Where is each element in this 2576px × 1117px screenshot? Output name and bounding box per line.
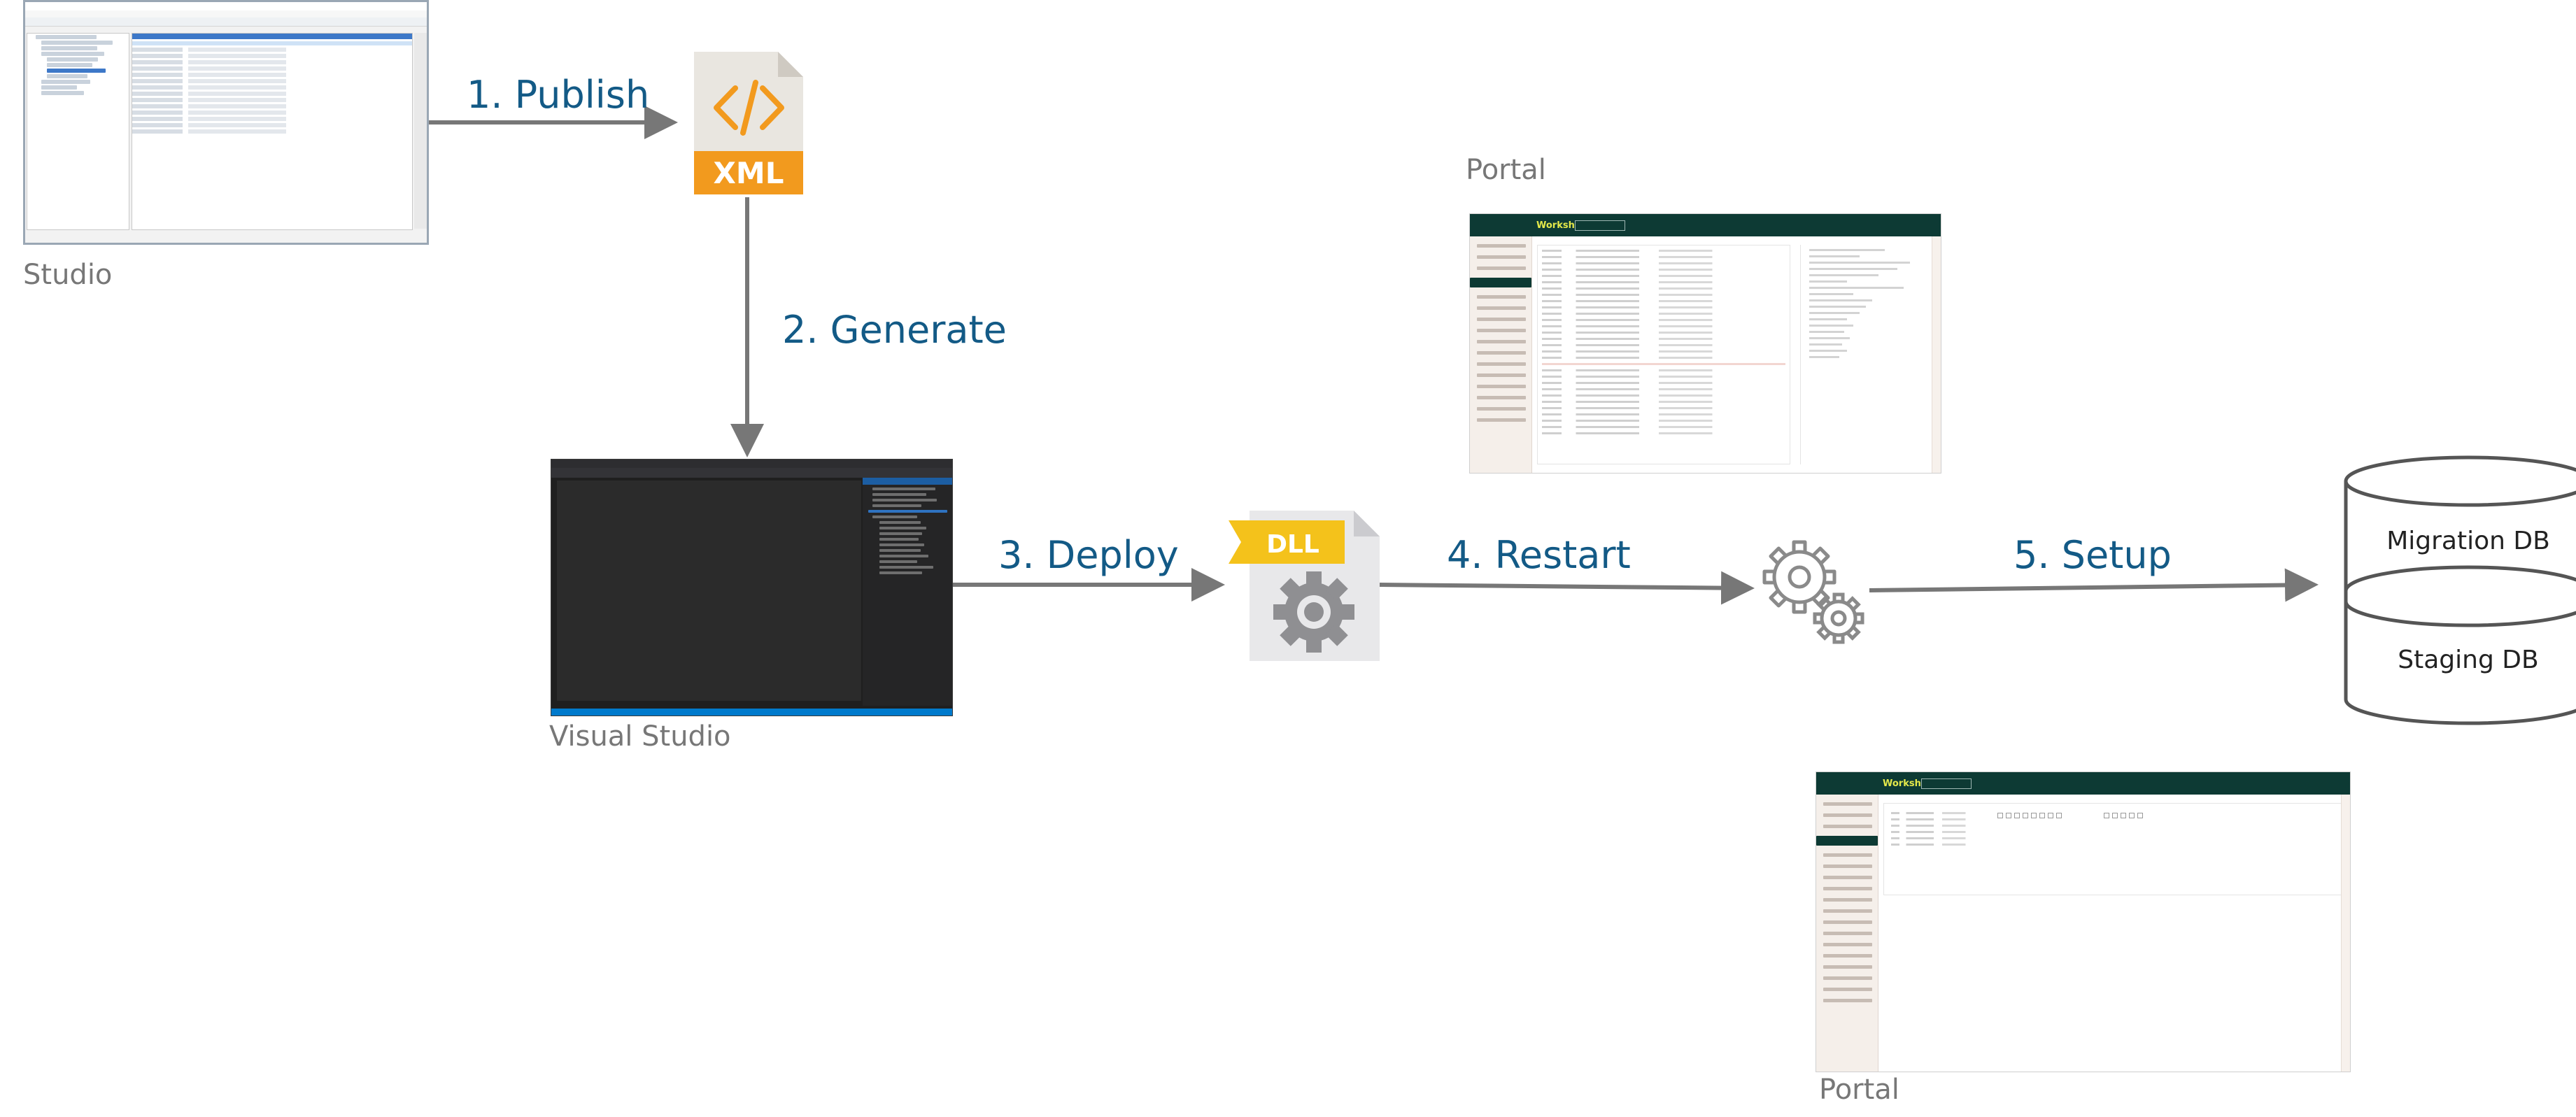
staging-db-label: Staging DB xyxy=(2398,646,2538,674)
portal-bottom-environment-select xyxy=(1921,778,1972,789)
gears-icon xyxy=(1762,540,1864,644)
portal-bottom-brand: Workshop xyxy=(1883,778,1934,789)
vs-toolbar xyxy=(551,468,952,478)
portal-top-header: Workshop xyxy=(1470,214,1941,236)
vs-titlebar xyxy=(551,460,952,468)
portal-bottom-screenshot: Workshop xyxy=(1816,771,2351,1072)
vs-solution-explorer xyxy=(863,478,952,706)
portal-bottom-right-sidebar xyxy=(2341,795,2350,1072)
portal-top-detail-pane xyxy=(1800,245,1927,464)
portal-top-screenshot: Workshop xyxy=(1469,213,1941,474)
arrow-setup xyxy=(1869,568,2319,602)
step-generate-label: 2. Generate xyxy=(782,308,1007,352)
portal-top-brand: Workshop xyxy=(1536,220,1588,231)
portal-top-caption: Portal xyxy=(1466,154,1546,186)
studio-table xyxy=(132,33,413,230)
studio-tree-panel xyxy=(27,33,129,230)
xml-file-icon: XML xyxy=(694,52,803,194)
dll-badge-label: DLL xyxy=(1266,530,1319,559)
studio-toolbar xyxy=(25,17,427,27)
portal-bottom-caption: Portal xyxy=(1819,1074,1899,1106)
portal-bottom-settings-panel xyxy=(1883,803,2342,895)
step-setup-label: 5. Setup xyxy=(2014,533,2172,577)
studio-screenshot xyxy=(23,0,429,245)
portal-top-table xyxy=(1537,245,1790,464)
studio-titlebar xyxy=(25,2,427,10)
migration-db-label: Migration DB xyxy=(2386,527,2550,555)
portal-top-right-sidebar xyxy=(1932,236,1941,473)
visual-studio-screenshot xyxy=(551,459,953,716)
vs-editor-area xyxy=(557,481,861,701)
vs-status-bar xyxy=(551,709,952,716)
portal-bottom-header: Workshop xyxy=(1816,772,2350,795)
studio-caption: Studio xyxy=(23,259,113,291)
database-cylinders xyxy=(2344,455,2576,725)
portal-bottom-nav xyxy=(1816,795,1878,1072)
xml-badge-label: XML xyxy=(714,156,784,190)
step-deploy-label: 3. Deploy xyxy=(998,533,1179,577)
portal-top-nav xyxy=(1470,236,1532,473)
visual-studio-caption: Visual Studio xyxy=(549,720,731,753)
portal-top-environment-select xyxy=(1575,220,1625,231)
step-restart-label: 4. Restart xyxy=(1447,533,1631,577)
step-publish-label: 1. Publish xyxy=(467,73,650,117)
studio-side-panel xyxy=(414,33,427,229)
dll-file-icon: DLL xyxy=(1229,511,1380,661)
arrow-restart xyxy=(1379,571,1755,605)
studio-menubar xyxy=(25,10,427,17)
